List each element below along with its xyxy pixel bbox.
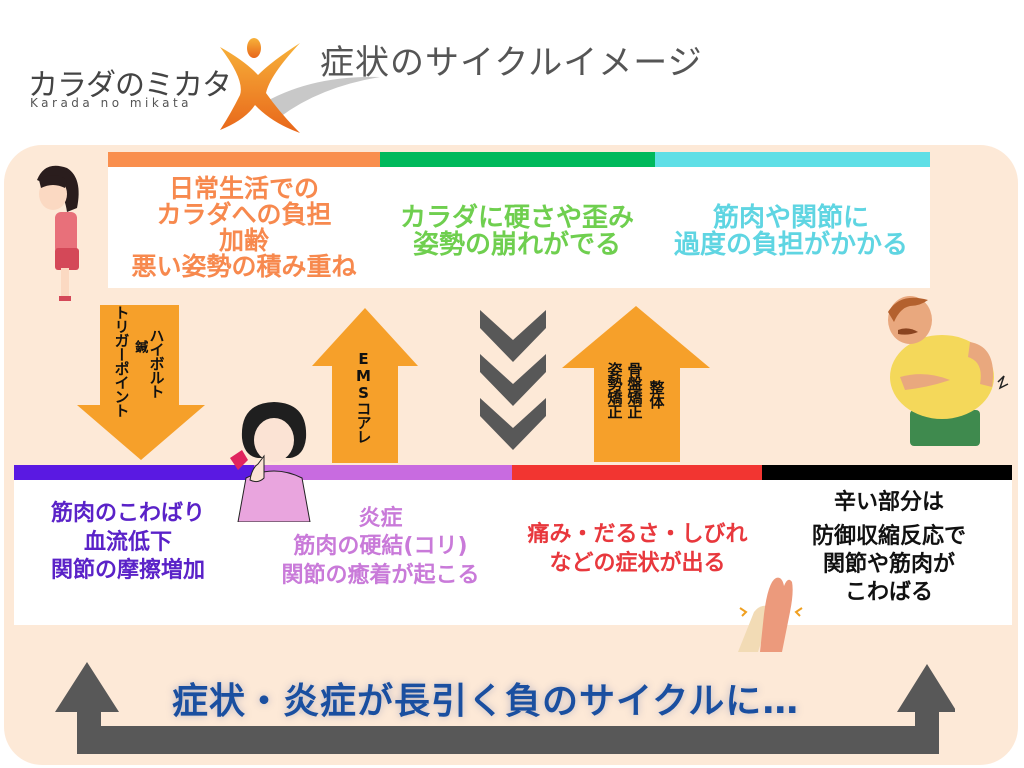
- treatment-ems: EMSコアレ: [354, 350, 373, 443]
- top-distortion-line: 姿勢の崩れがでる: [412, 230, 621, 260]
- red-bar: [512, 465, 762, 480]
- bottom-symptoms-line: などの症状が出る: [549, 551, 726, 576]
- logo-figure-icon: [220, 38, 380, 133]
- top-cause-line: 悪い姿勢の積み重ね: [131, 252, 357, 282]
- up-arrow-icon: [312, 308, 418, 463]
- bottom-stiffness-line: 筋肉のこわばり: [50, 501, 205, 527]
- logo-text: カラダのミカタ: [28, 68, 232, 103]
- chevron-down-icon: [480, 310, 546, 450]
- bottom-guarding-line: 防御収縮反応で: [811, 523, 966, 549]
- bottom-guarding-line: 関節や筋肉が: [822, 552, 955, 577]
- top-card: [108, 152, 930, 288]
- top-cause-line: カラダへの負担: [156, 199, 332, 229]
- indigo-bar: [14, 465, 254, 480]
- bottom-guarding-line: 辛い部分は: [833, 489, 944, 515]
- treatment-posture-correction: 姿勢矯正: [605, 362, 624, 418]
- top-distortion-text: カラダに硬さや歪み 姿勢の崩れがでる: [372, 172, 662, 292]
- bottom-inflammation-line: 筋肉の硬結(コリ): [293, 534, 468, 560]
- treatment-pelvis-correction: 骨盤矯正: [625, 362, 644, 418]
- top-cause-line: 日常生活での: [168, 173, 319, 203]
- green-bar: [380, 152, 655, 167]
- top-burden-line: 筋肉や関節に: [712, 202, 869, 233]
- bottom-card: [14, 465, 1012, 625]
- bottom-stiffness-text: 筋肉のこわばり 血流低下 関節の摩擦増加: [18, 478, 238, 608]
- bottom-stiffness-line: 血流低下: [83, 529, 172, 555]
- top-burden-text: 筋肉や関節に 過度の負担がかかる: [650, 172, 932, 292]
- bottom-guarding-line: こわばる: [844, 580, 933, 606]
- top-cause-line: 加齢: [218, 226, 269, 255]
- cycle-message: 症状・炎症が長引く負のサイクルに…: [172, 681, 800, 722]
- bottom-inflammation-line: 炎症: [358, 505, 403, 531]
- treatment-trigger-point: トリガーポイント: [112, 305, 131, 417]
- wrist-pain-hands-illustration: [738, 577, 803, 652]
- treatment-seitai: 整体: [647, 380, 666, 408]
- page-title: 症状のサイクルイメージ: [320, 43, 703, 83]
- down-arrow-icon: [77, 305, 205, 460]
- cycle-return-arrow-icon: [55, 662, 955, 754]
- top-distortion-line: カラダに硬さや歪み: [399, 202, 634, 233]
- logo-subtext: Karada no mikata: [30, 96, 193, 110]
- violet-bar: [254, 465, 512, 480]
- back-pain-man-illustration: [888, 296, 1009, 446]
- up-arrow-icon: [562, 306, 710, 462]
- bottom-inflammation-text: 炎症 筋肉の硬結(コリ) 関節の癒着が起こる: [258, 490, 503, 605]
- black-bar: [762, 465, 1012, 480]
- orange-bar: [108, 152, 380, 167]
- bottom-stiffness-line: 関節の摩擦増加: [50, 558, 205, 584]
- cyan-bar: [655, 152, 930, 167]
- treatment-high-voltage: ハイボルト: [147, 328, 166, 398]
- bottom-symptoms-line: 痛み・だるさ・しびれ: [527, 522, 748, 548]
- bottom-guarding-text: 辛い部分は 防御収縮反応で 関節や筋肉が こわばる: [770, 478, 1008, 618]
- top-burden-line: 過度の負担がかかる: [673, 230, 908, 260]
- bottom-symptoms-text: 痛み・だるさ・しびれ などの症状が出る: [505, 500, 770, 600]
- shoulder-pain-woman-illustration: [230, 402, 311, 522]
- bottom-inflammation-line: 関節の癒着が起こる: [281, 562, 480, 588]
- slouching-girl-illustration: [37, 165, 79, 301]
- treatment-acupuncture: 鍼: [132, 340, 148, 352]
- top-cause-text: 日常生活での カラダへの負担 加齢 悪い姿勢の積み重ね: [108, 168, 380, 288]
